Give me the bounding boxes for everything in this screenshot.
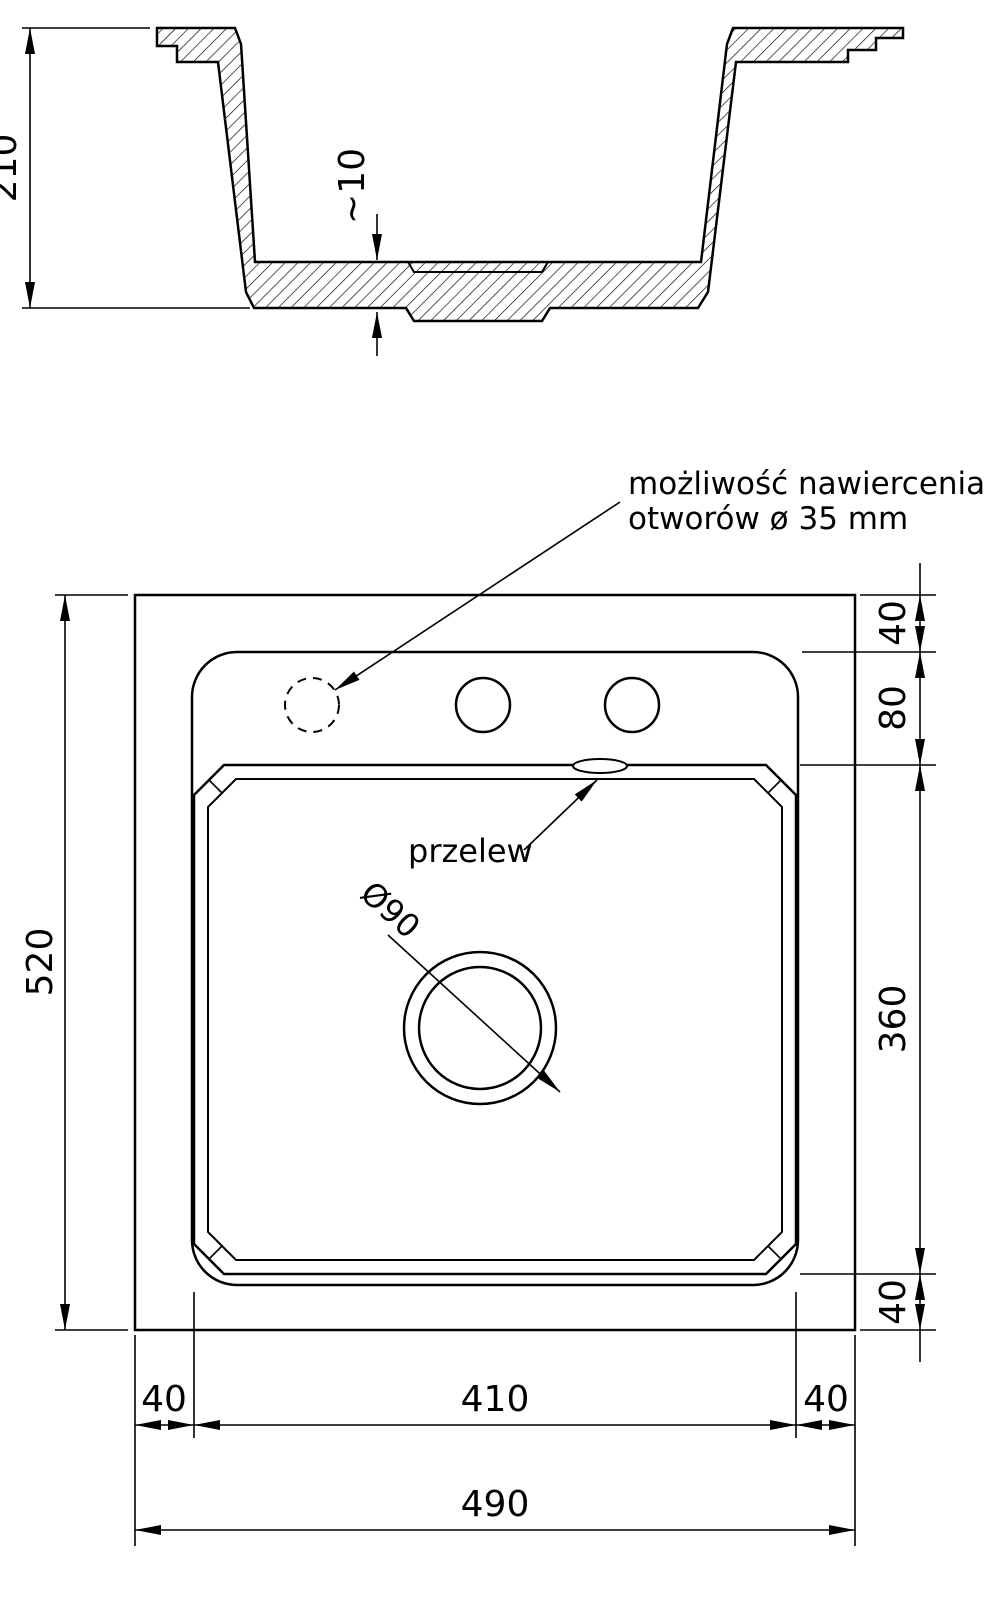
faucet-hole-center [454, 676, 512, 734]
drain-diameter-callout: Ø90 [353, 874, 561, 1093]
overflow-label: przelew [408, 832, 533, 870]
drill-note-line2: otworów ø 35 mm [628, 501, 908, 537]
thickness-dim-label: ~10 [332, 148, 373, 224]
cross-section-view: 210 ~10 [0, 26, 905, 356]
right-dim-top: 40 [873, 600, 914, 646]
sink-outer-edge [133, 593, 857, 1332]
overflow-slot [572, 758, 628, 774]
plan-view: Ø90 przelew możliwość nawiercenia otworó… [20, 466, 985, 1546]
width-dim-label: 490 [461, 1484, 530, 1525]
bottom-dim-center: 410 [461, 1379, 530, 1420]
right-dim-middle: 360 [873, 985, 914, 1054]
drain-diameter-label: Ø90 [353, 874, 427, 946]
basin-outer-edge [192, 763, 798, 1276]
drain-recess-line [407, 261, 549, 273]
sink-rim-edge [190, 650, 800, 1287]
optional-faucet-hole-dashed [284, 677, 340, 733]
drain-inner-circle [417, 965, 543, 1091]
overflow-callout: przelew [408, 779, 598, 870]
right-dim-upper: 80 [873, 685, 914, 731]
right-dim-bottom: 40 [873, 1279, 914, 1325]
basin-corner-seams [208, 779, 782, 1260]
corner-seam [208, 779, 223, 794]
faucet-hole-right [603, 676, 661, 734]
leader-line [334, 501, 621, 691]
corner-seam [767, 779, 782, 794]
width-dimension: 490 [135, 1484, 855, 1535]
drill-note: możliwość nawiercenia otworów ø 35 mm [334, 466, 985, 691]
corner-seam [208, 1245, 223, 1260]
right-dimension-chain: 40 80 360 40 [800, 563, 936, 1362]
basin-inner-edge [207, 778, 783, 1261]
thickness-dimension: ~10 [332, 148, 382, 356]
bottom-dim-left: 40 [141, 1379, 187, 1420]
drill-note-line1: możliwość nawiercenia [628, 466, 985, 502]
height-dim-label: 520 [20, 928, 61, 997]
sink-section-profile [155, 26, 905, 323]
depth-dim-label: 210 [0, 134, 25, 203]
drain-outer-circle [402, 950, 558, 1106]
height-dimension: 520 [20, 594, 128, 1331]
bottom-dim-right: 40 [803, 1379, 849, 1420]
leader-line [387, 934, 561, 1093]
leader-line [523, 779, 598, 851]
depth-dimension: 210 [0, 27, 250, 309]
bottom-dimension-chain: 40 410 40 [134, 1292, 856, 1546]
corner-seam [767, 1245, 782, 1260]
